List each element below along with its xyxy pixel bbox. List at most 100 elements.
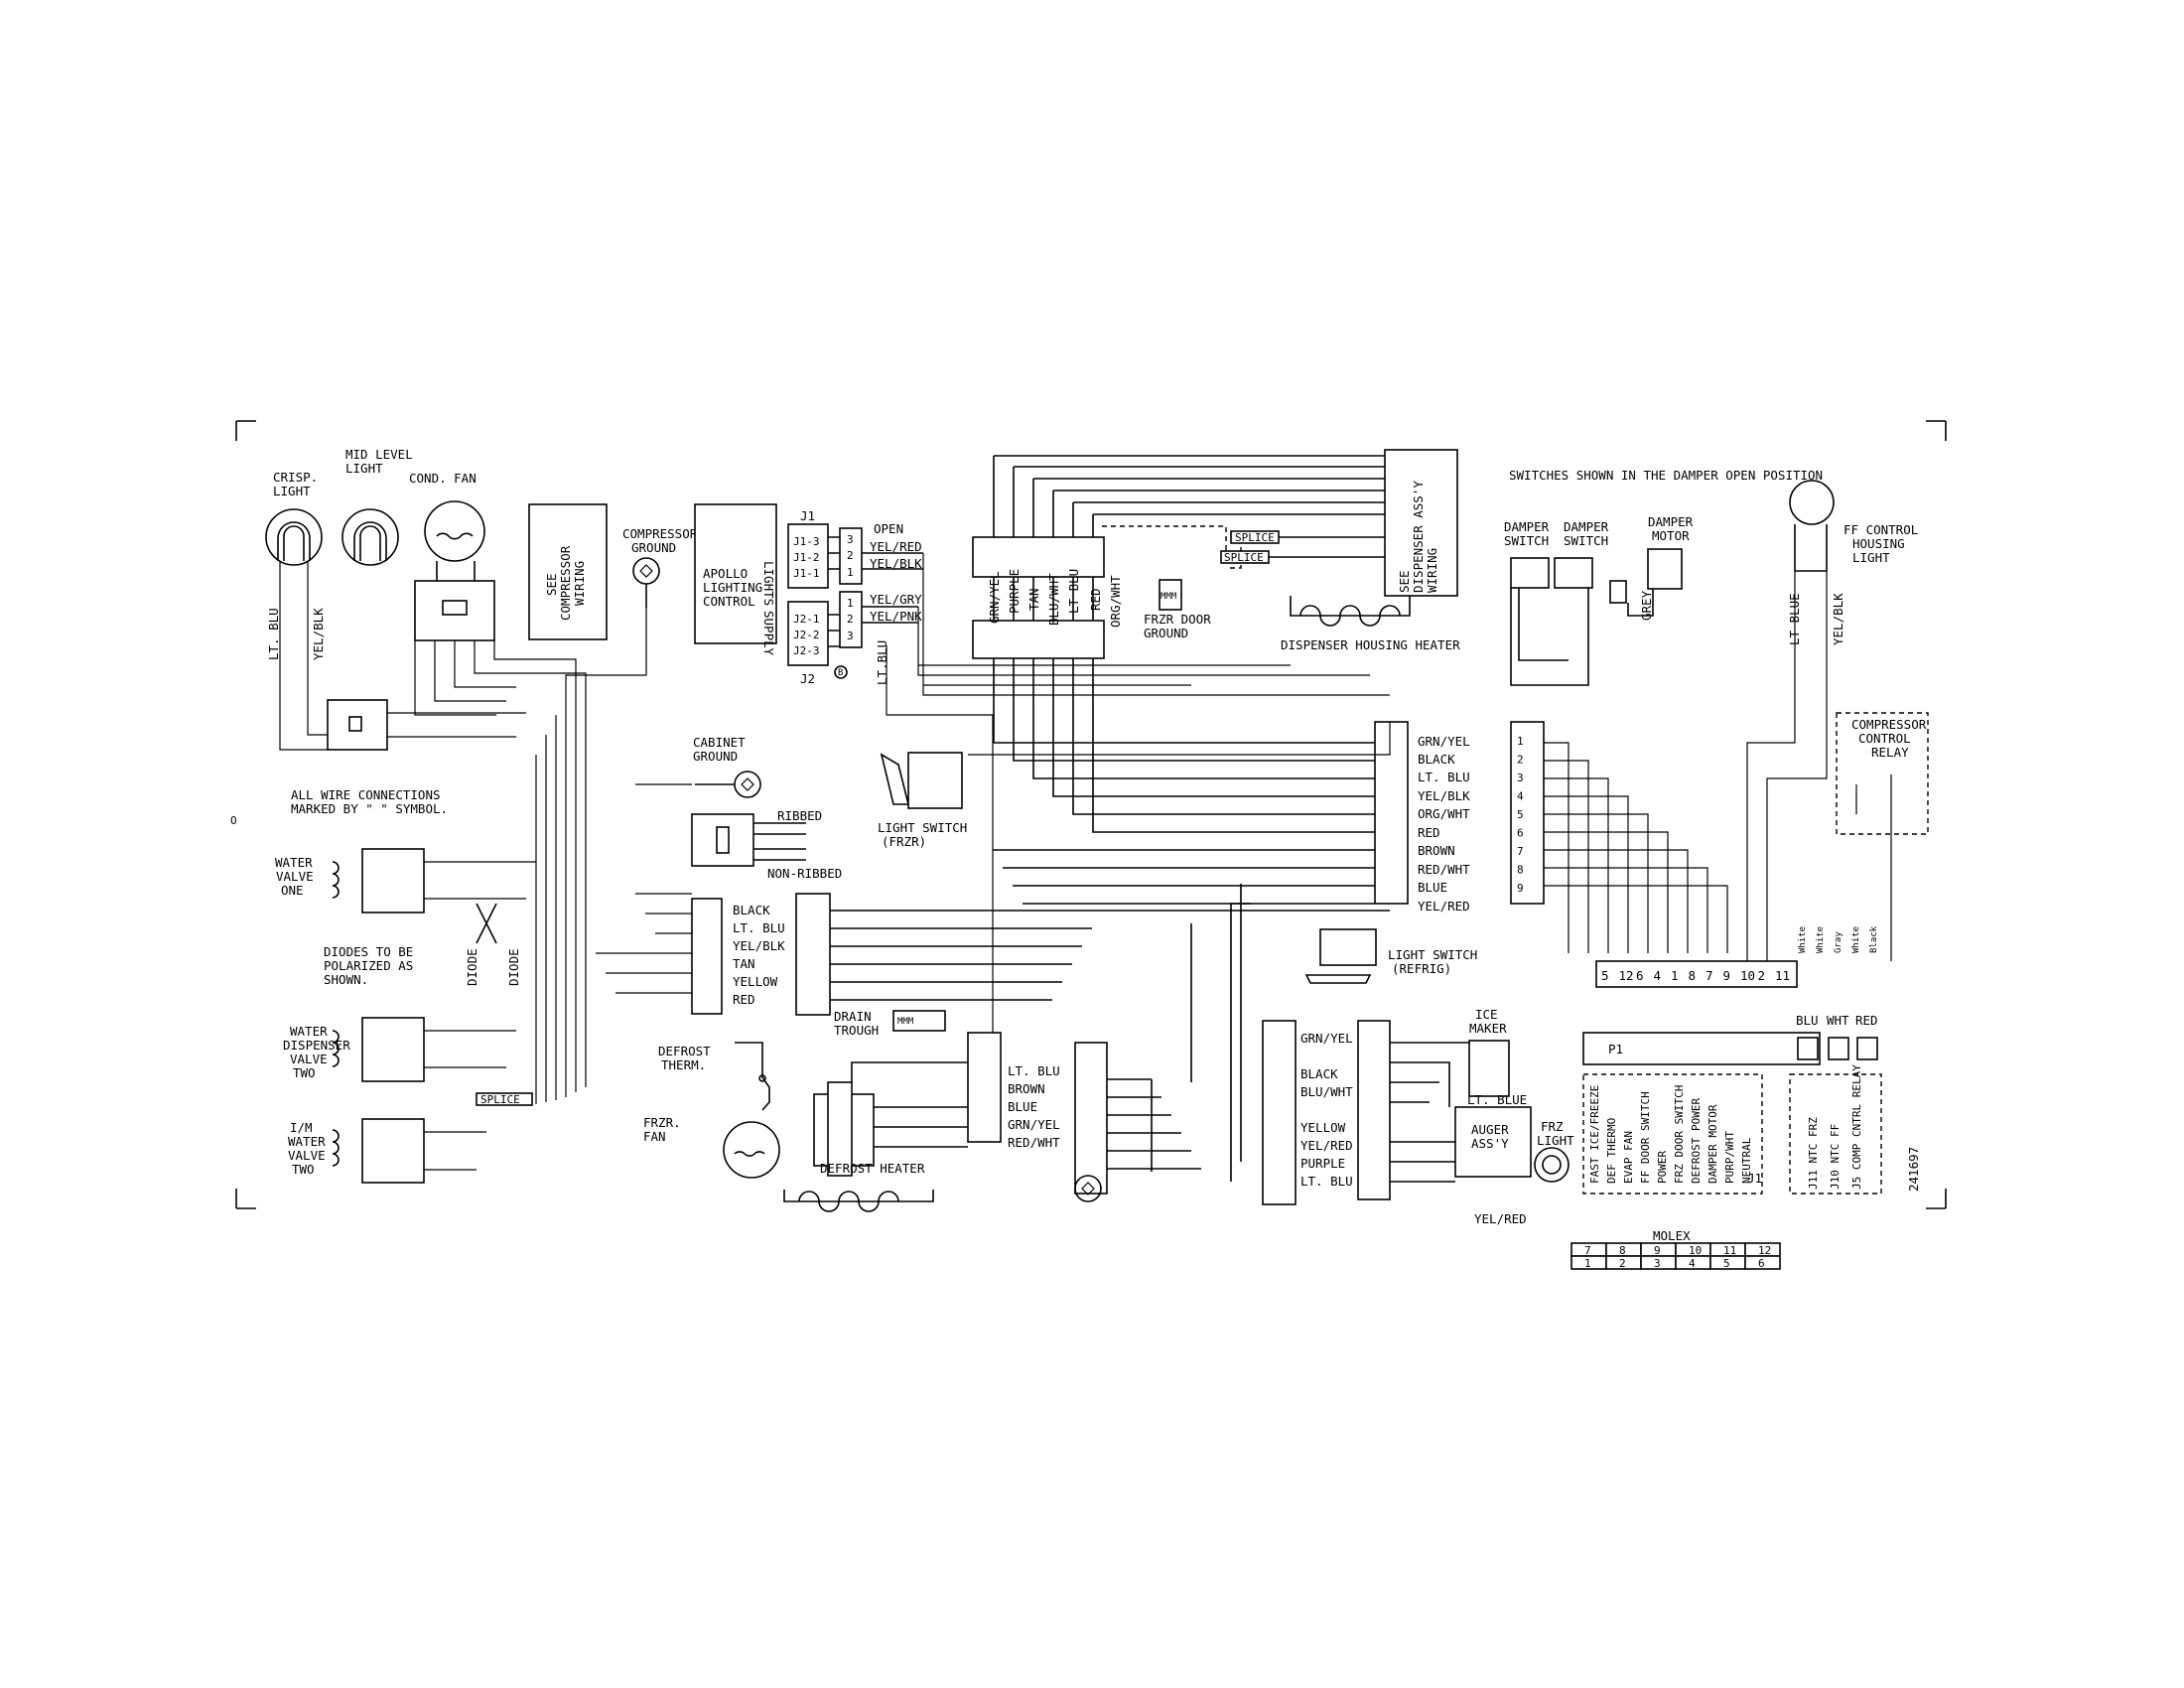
rc-grn-yel: GRN/YEL xyxy=(1418,734,1470,749)
cb-left-num-2: 2 xyxy=(1517,754,1524,767)
lc-tan: TAN xyxy=(733,956,755,971)
lw-yellow: YELLOW xyxy=(1300,1120,1346,1135)
j2-label: J2 xyxy=(800,671,815,686)
sensor-wire-3: White xyxy=(1851,926,1861,953)
yel-gry-label: YEL/GRY xyxy=(870,592,922,607)
frz-light-label-1: FRZ xyxy=(1541,1119,1564,1134)
frz-light-label-2: LIGHT xyxy=(1537,1133,1574,1148)
j2-2: J2-2 xyxy=(793,629,820,641)
ff-light-label-3: LIGHT xyxy=(1852,550,1890,565)
drain-trough: MMM DRAIN TROUGH xyxy=(834,1009,946,1038)
sensor-wire-4: Black xyxy=(1869,925,1879,953)
cb-func-8: PURP/WHT xyxy=(1723,1131,1736,1184)
j1-label: J1 xyxy=(800,508,815,523)
j1-1: J1-1 xyxy=(793,567,820,580)
diode-label-2: DIODE xyxy=(506,948,521,986)
water-valve-one: WATER VALVE ONE xyxy=(275,848,425,914)
cb-pin-2: 2 xyxy=(1758,968,1766,983)
non-ribbed-label: NON-RIBBED xyxy=(767,866,842,881)
see-dispenser-1: SEE xyxy=(1397,570,1412,593)
light-switch-refrig-label-1: LIGHT SWITCH xyxy=(1388,947,1477,962)
see-dispenser-3: WIRING xyxy=(1425,548,1439,593)
dispenser-heater-label: DISPENSER HOUSING HEATER xyxy=(1281,637,1460,652)
relay-label-2: CONTROL xyxy=(1858,731,1911,746)
lower-left-connector xyxy=(1074,1042,1201,1195)
apollo-lighting-control: APOLLO LIGHTING CONTROL LIGHTS SUPPLY J1… xyxy=(694,503,923,686)
cond-fan-label: COND. FAN xyxy=(409,471,477,486)
lw-black: BLACK xyxy=(1300,1066,1338,1081)
auger-label-2: ASS'Y xyxy=(1471,1136,1509,1151)
defrost-heater: DEFROST HEATER xyxy=(783,1081,934,1212)
j1-2: J1-2 xyxy=(793,551,820,564)
cb-pin-5: 5 xyxy=(1601,968,1609,983)
im-valve-label-1: I/M xyxy=(290,1120,313,1135)
ice-maker: ICE MAKER LT. BLUE AUGER ASS'Y FRZ LIGHT… xyxy=(1357,1007,1574,1226)
cb-pin-7: 7 xyxy=(1706,968,1713,983)
lw-blu-wht: BLU/WHT xyxy=(1300,1084,1353,1099)
note-diode-2: POLARIZED AS xyxy=(324,958,413,973)
sensor-box-blu xyxy=(1797,1037,1819,1060)
molex-bottom-6: 6 xyxy=(1758,1257,1765,1270)
cb-ntc-1: J10 NTC FF xyxy=(1829,1124,1842,1190)
conn2-num-2: 2 xyxy=(847,613,854,626)
cb-left-num-8: 8 xyxy=(1517,864,1524,877)
cb-pin-6: 6 xyxy=(1636,968,1644,983)
middle-connector xyxy=(795,893,1390,1016)
damper-switch-2a: DAMPER xyxy=(1564,519,1609,534)
cb-func-6: DEFROST POWER xyxy=(1690,1098,1703,1184)
sensor-box-red xyxy=(1856,1037,1878,1060)
cb-left-num-1: 1 xyxy=(1517,735,1524,748)
yel-red-ice-label: YEL/RED xyxy=(1474,1211,1527,1226)
damper-switch-1a: DAMPER xyxy=(1504,519,1550,534)
lt-blu-vertical-label: LT. BLU xyxy=(266,608,281,660)
damper-switch-1b: SWITCH xyxy=(1504,533,1549,548)
light-switch-frzr: LIGHT SWITCH (FRZR) xyxy=(878,752,967,849)
lw-purple: PURPLE xyxy=(1300,1156,1345,1171)
drain-trough-label-2: TROUGH xyxy=(834,1023,879,1038)
left-wire-labels: LT. BLU YEL/BLK xyxy=(266,608,326,660)
rc-brown: BROWN xyxy=(1418,843,1455,858)
im-valve-label-2: WATER xyxy=(288,1134,326,1149)
compressor-ground-label-1: COMPRESSOR xyxy=(622,526,698,541)
molex-top-11: 11 xyxy=(1723,1244,1736,1257)
sensor-color-blu: BLU xyxy=(1796,1013,1819,1028)
top-connector: GRN/YEL PURPLE TAN BLU/WHT LT BLU RED OR… xyxy=(972,455,1385,659)
sensor-wire-1: White xyxy=(1816,926,1826,953)
lt-blue-label: LT. BLUE xyxy=(1467,1092,1527,1107)
j1-3: J1-3 xyxy=(793,535,820,548)
top-wire-red: RED xyxy=(1088,588,1103,611)
light-switch-frzr-label-2: (FRZR) xyxy=(882,834,926,849)
cb-func-5: FRZ DOOR SWITCH xyxy=(1673,1085,1686,1184)
cb-func-2: EVAP FAN xyxy=(1622,1131,1635,1184)
crop-marks xyxy=(235,420,1947,1209)
dc-brown: BROWN xyxy=(1008,1081,1045,1096)
lc-yellow: YELLOW xyxy=(733,974,778,989)
top-wire-org-wht: ORG/WHT xyxy=(1108,575,1123,628)
damper-switch-2b: SWITCH xyxy=(1564,533,1608,548)
defrost-therm: DEFROST THERM. xyxy=(658,1042,770,1111)
cabinet-ground: CABINET GROUND xyxy=(693,735,761,798)
compressor-ground: COMPRESSOR GROUND xyxy=(622,526,698,608)
top-wire-purple: PURPLE xyxy=(1007,569,1022,614)
ff-light-label-2: HOUSING xyxy=(1852,536,1905,551)
im-valve-label-3: VALVE xyxy=(288,1148,326,1163)
j2-3: J2-3 xyxy=(793,644,820,657)
sensor-color-wht: WHT xyxy=(1827,1013,1849,1028)
frzr-fan-label-1: FRZR. xyxy=(643,1115,681,1130)
cb-left-num-3: 3 xyxy=(1517,772,1524,784)
rc-black: BLACK xyxy=(1418,752,1455,767)
yel-blk-label: YEL/BLK xyxy=(870,556,922,571)
cb-pin-1: 1 xyxy=(1671,968,1679,983)
conn1-num-3: 3 xyxy=(847,533,854,546)
im-valve-label-4: TWO xyxy=(292,1162,315,1177)
cb-j1-label: J1 xyxy=(1747,1171,1762,1186)
top-wire-blu-wht: BLU/WHT xyxy=(1046,573,1061,626)
dc-red-wht: RED/WHT xyxy=(1008,1135,1060,1150)
cb-func-1: DEF THERMO xyxy=(1605,1118,1618,1184)
apollo-title-3: CONTROL xyxy=(703,594,755,609)
lw-grn-yel: GRN/YEL xyxy=(1300,1031,1353,1046)
cb-pin-12: 12 xyxy=(1619,968,1634,983)
left-connector: BLACK LT. BLU YEL/BLK TAN YELLOW RED xyxy=(691,898,785,1015)
